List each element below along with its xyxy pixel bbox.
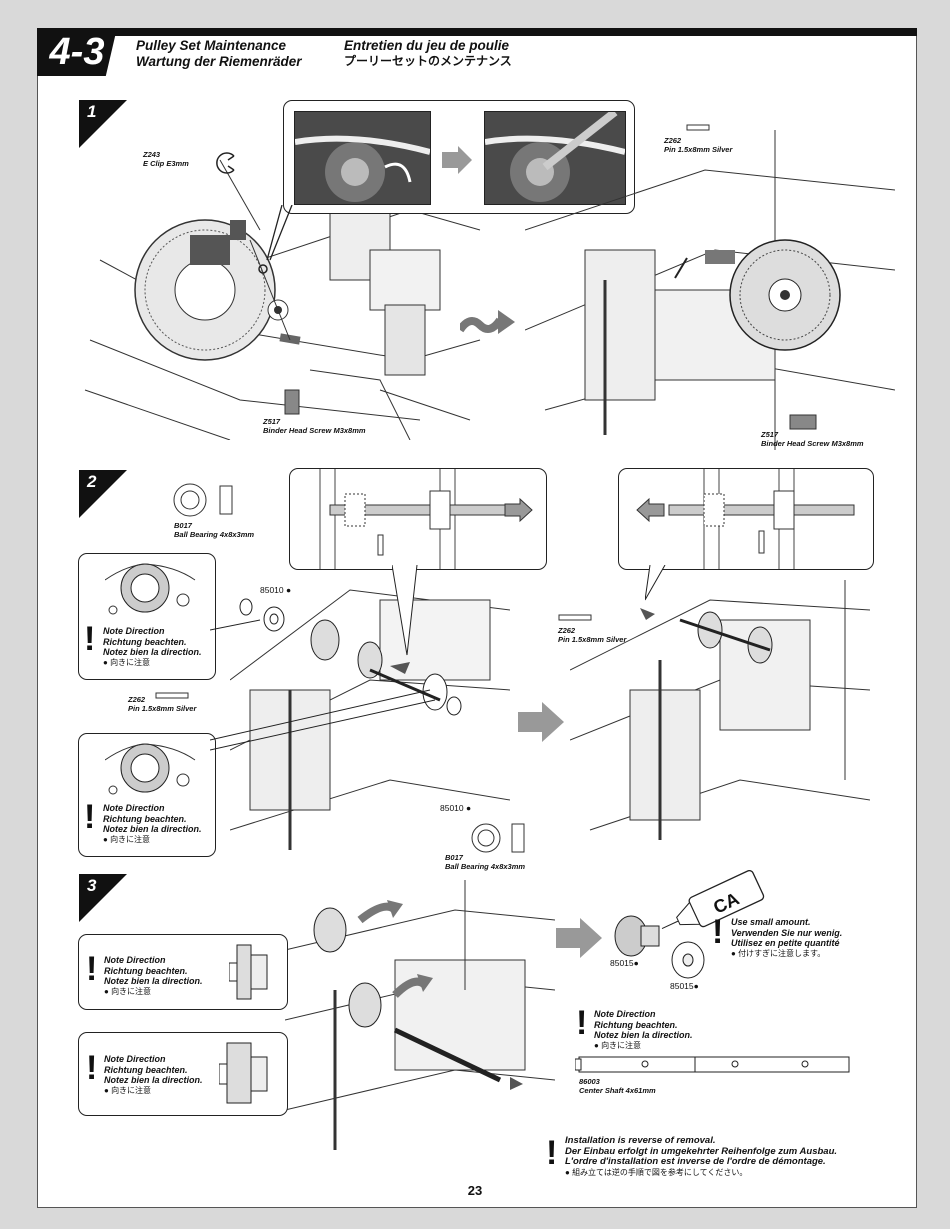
shaft-detail: [319, 469, 533, 569]
step2-transition-arrow-icon: [518, 702, 564, 742]
note-pointer-lines: [210, 619, 436, 751]
bearing-top-icon: [173, 483, 233, 517]
step2-chassis-left: [230, 589, 510, 850]
title-fr: Entretien du jeu de poulie: [344, 38, 510, 53]
step1-photo-callout: [283, 100, 635, 214]
warning-icon: !: [84, 620, 96, 658]
step2-note-box-2: [78, 733, 216, 857]
pulley-direction-icon: [105, 563, 196, 615]
eclip-icon: [216, 152, 235, 174]
pulley-direction-icon: [105, 743, 196, 795]
pulley-side-icon: [219, 1042, 268, 1104]
pin-step2-icon: [155, 692, 189, 699]
step1-chassis-right: [525, 130, 895, 450]
step2-shaft-callout-right: [618, 468, 874, 570]
callout-pointer: [392, 565, 418, 656]
part-85015-a: 85015●: [610, 958, 639, 968]
step3-note-box-1: [78, 934, 288, 1010]
pin-icon: [686, 124, 710, 131]
pulley-parts-icon: [614, 915, 705, 979]
part-85010-a: 85010 ●: [260, 585, 292, 595]
center-shaft-icon: [575, 1056, 850, 1073]
step3-chassis: [285, 880, 555, 1150]
callout-pointer: [645, 565, 666, 601]
pulley-side-icon: [229, 944, 268, 1000]
step2-chassis-right: [570, 580, 870, 840]
step3-note-box-2: [78, 1032, 288, 1116]
ca-glue-icon: CA: [661, 870, 765, 930]
warning-icon: !: [84, 798, 96, 836]
step2-shaft-callout-left: [289, 468, 547, 570]
shaft-detail: [636, 469, 855, 569]
title-de: Wartung der Riemenräder: [136, 54, 302, 69]
ca-note: Use small amount.Verwenden Sie nur wenig…: [731, 917, 843, 958]
part-85015-b: 85015●: [670, 981, 699, 991]
pin-right-icon: [558, 614, 592, 621]
photo-arrow-icon: [442, 146, 472, 174]
section-number: 4-3: [37, 28, 117, 76]
bearing-parts-icon: [239, 598, 285, 632]
page-number: 23: [467, 1183, 483, 1198]
warning-icon: !: [576, 1004, 588, 1042]
photo-after: [484, 111, 626, 205]
step3-transition-arrow-icon: [556, 918, 602, 958]
warning-icon: !: [86, 950, 98, 988]
title-jp: プーリーセットのメンテナンス: [344, 54, 512, 68]
warning-icon: !: [86, 1049, 98, 1087]
title-en: Pulley Set Maintenance: [136, 38, 287, 53]
header-bar: [37, 28, 917, 36]
bearing-bottom-icon: [471, 823, 525, 853]
callout-pointer: [266, 205, 293, 261]
photo-before: [294, 111, 431, 205]
part-85010-b: 85010 ●: [440, 803, 472, 813]
step2-note-box-1: [78, 553, 216, 680]
install-note: Installation is reverse of removal.Der E…: [565, 1135, 838, 1177]
step1-transition-arrow-icon: [460, 310, 515, 334]
warning-icon: !: [546, 1134, 558, 1172]
warning-icon: !: [712, 913, 724, 951]
